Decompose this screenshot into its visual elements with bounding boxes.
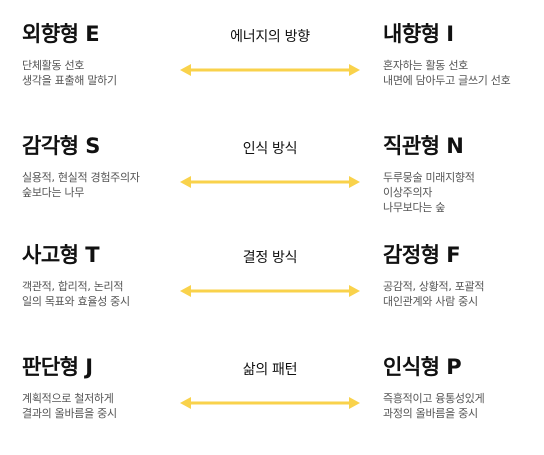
type-description: 객관적, 합리적, 논리적 일의 목표와 효율성 중시	[22, 279, 202, 309]
type-title: 외향형 E	[22, 22, 100, 46]
type-description: 즉흥적이고 융통성있게 과정의 올바름을 중시	[383, 391, 543, 421]
type-description: 실용적, 현실적 경험주의자 숲보다는 나무	[22, 170, 202, 200]
type-title: 감각형 S	[22, 134, 100, 158]
type-description: 계획적으로 철저하게 결과의 올바름을 중시	[22, 391, 202, 421]
type-card-thinking: 사고형 T 객관적, 합리적, 논리적 일의 목표와 효율성 중시	[22, 243, 202, 309]
description-line: 혼자하는 활동 선호	[383, 59, 468, 72]
description-line: 즉흥적이고 융통성있게	[383, 392, 485, 405]
dimension-row-lifestyle: 판단형 J 계획적으로 철저하게 결과의 올바름을 중시 삶의 패턴 인식형 P…	[0, 355, 544, 455]
description-line: 숲보다는 나무	[22, 186, 85, 199]
type-description: 혼자하는 활동 선호 내면에 담아두고 글쓰기 선호	[383, 58, 543, 88]
dimension-label: 삶의 패턴	[242, 362, 298, 378]
type-title: 사고형 T	[22, 243, 100, 267]
dimension-label: 결정 방식	[242, 250, 298, 266]
type-card-intuition: 직관형 N 두루뭉술 미래지향적 이상주의자 나무보다는 숲	[383, 134, 543, 215]
type-card-introversion: 내향형 I 혼자하는 활동 선호 내면에 담아두고 글쓰기 선호	[383, 22, 543, 88]
dimension-row-perception: 감각형 S 실용적, 현실적 경험주의자 숲보다는 나무 인식 방식 직관형 N…	[0, 134, 544, 234]
type-card-perceiving: 인식형 P 즉흥적이고 융통성있게 과정의 올바름을 중시	[383, 355, 543, 421]
double-arrow-icon	[180, 285, 360, 297]
description-line: 이상주의자	[383, 186, 433, 199]
description-line: 공감적, 상황적, 포괄적	[383, 280, 485, 293]
type-title: 판단형 J	[22, 355, 93, 379]
description-line: 실용적, 현실적 경험주의자	[22, 171, 140, 184]
double-arrow-icon	[180, 64, 360, 76]
type-card-sensing: 감각형 S 실용적, 현실적 경험주의자 숲보다는 나무	[22, 134, 202, 200]
double-arrow-icon	[180, 397, 360, 409]
description-line: 계획적으로 철저하게	[22, 392, 114, 405]
description-line: 생각을 표출해 말하기	[22, 74, 117, 87]
dimension-label: 인식 방식	[242, 141, 298, 157]
type-card-extraversion: 외향형 E 단체활동 선호 생각을 표출해 말하기	[22, 22, 202, 88]
double-arrow-icon	[180, 176, 360, 188]
description-line: 과정의 올바름을 중시	[383, 407, 478, 420]
type-title: 내향형 I	[383, 22, 454, 46]
description-line: 객관적, 합리적, 논리적	[22, 280, 124, 293]
description-line: 결과의 올바름을 중시	[22, 407, 117, 420]
type-title: 인식형 P	[383, 355, 462, 379]
type-card-feeling: 감정형 F 공감적, 상황적, 포괄적 대인관계와 사람 중시	[383, 243, 543, 309]
type-title: 감정형 F	[383, 243, 461, 267]
dimension-label: 에너지의 방향	[230, 29, 310, 45]
description-line: 두루뭉술 미래지향적	[383, 171, 475, 184]
description-line: 내면에 담아두고 글쓰기 선호	[383, 74, 511, 87]
description-line: 일의 목표와 효율성 중시	[22, 295, 130, 308]
type-description: 두루뭉술 미래지향적 이상주의자 나무보다는 숲	[383, 170, 543, 215]
description-line: 나무보다는 숲	[383, 201, 446, 214]
dimension-row-decision: 사고형 T 객관적, 합리적, 논리적 일의 목표와 효율성 중시 결정 방식 …	[0, 243, 544, 343]
description-line: 대인관계와 사람 중시	[383, 295, 478, 308]
type-description: 단체활동 선호 생각을 표출해 말하기	[22, 58, 202, 88]
type-card-judging: 판단형 J 계획적으로 철저하게 결과의 올바름을 중시	[22, 355, 202, 421]
type-title: 직관형 N	[383, 134, 464, 158]
description-line: 단체활동 선호	[22, 59, 85, 72]
dimension-row-energy: 외향형 E 단체활동 선호 생각을 표출해 말하기 에너지의 방향 내향형 I …	[0, 22, 544, 122]
type-description: 공감적, 상황적, 포괄적 대인관계와 사람 중시	[383, 279, 543, 309]
